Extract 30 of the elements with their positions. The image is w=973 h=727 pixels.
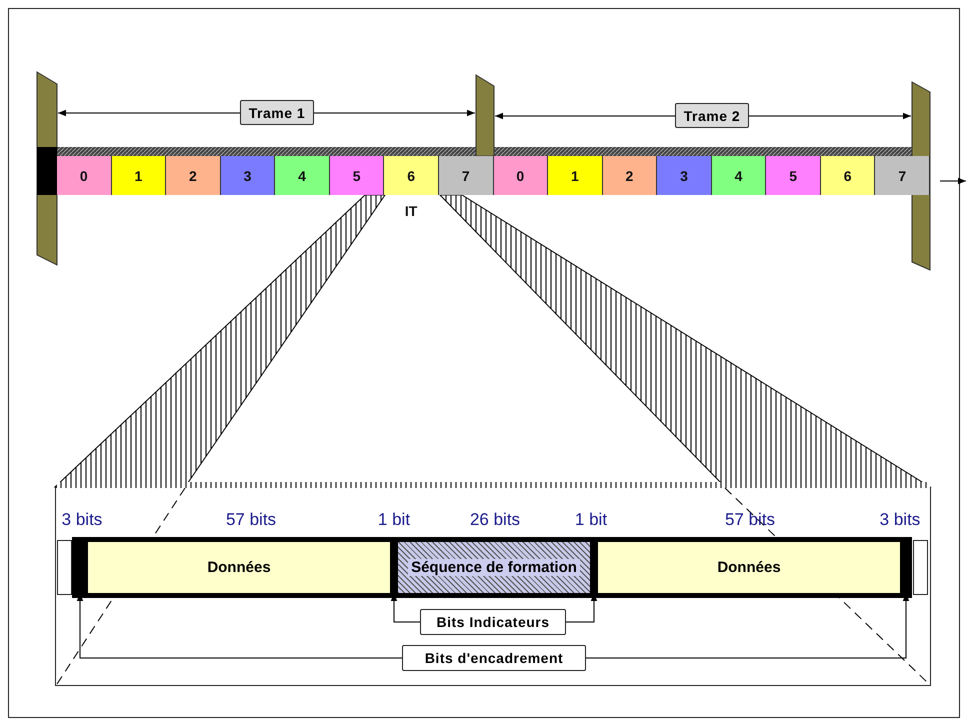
time-slot: 5 xyxy=(330,156,384,195)
time-slot: 1 xyxy=(112,156,166,195)
data-field: Données xyxy=(88,542,390,593)
data-field: Données xyxy=(598,542,900,593)
bit-count-label: 3 bits xyxy=(880,510,920,530)
bit-count-label: 1 bit xyxy=(378,510,410,530)
bit-count-label: 57 bits xyxy=(226,510,276,530)
bit-count-label: 3 bits xyxy=(62,510,102,530)
frame-label: Trame 2 xyxy=(675,103,749,128)
time-slot: 0 xyxy=(57,156,112,195)
callout-label: Bits Indicateurs xyxy=(420,609,566,635)
time-slot: 4 xyxy=(275,156,330,195)
bit-count-label: 57 bits xyxy=(724,510,776,530)
time-slot: 4 xyxy=(712,156,766,195)
time-slot: 2 xyxy=(166,156,221,195)
callout-label: Bits d'encadrement xyxy=(402,645,586,671)
time-slot: 1 xyxy=(548,156,603,195)
slot-caption: IT xyxy=(404,203,418,219)
time-slot: 7 xyxy=(438,156,494,195)
training-sequence-field: Séquence de formation xyxy=(398,542,590,593)
frame-label: Trame 1 xyxy=(240,100,314,125)
time-slot: 3 xyxy=(220,156,276,195)
bit-count-label: 26 bits xyxy=(470,510,520,530)
time-slot: 5 xyxy=(766,156,821,195)
time-slot: 3 xyxy=(657,156,712,195)
time-slot: 7 xyxy=(875,156,930,195)
time-slot: 2 xyxy=(602,156,658,195)
bit-count-label: 1 bit xyxy=(574,510,608,530)
time-slot: 0 xyxy=(494,156,548,195)
time-slot: 6 xyxy=(820,156,876,195)
